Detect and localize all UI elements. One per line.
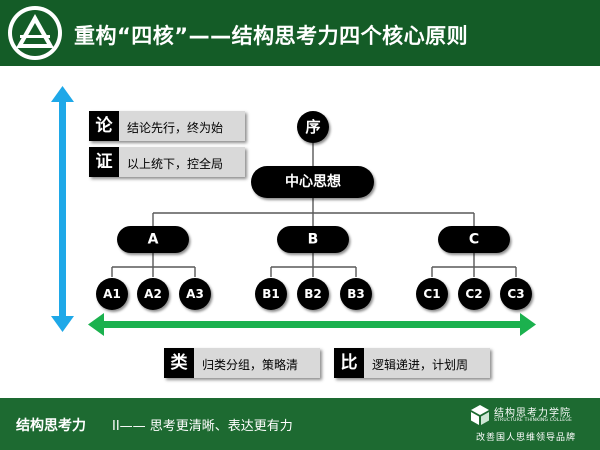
leaf-node: C2 xyxy=(458,278,490,310)
principle-lun: 论 结论先行，终为始 xyxy=(89,111,245,141)
leaf-label: C3 xyxy=(507,287,524,301)
principle-bi: 比 逻辑递进，计划周 xyxy=(334,348,490,378)
preface-label: 序 xyxy=(305,118,320,136)
center-label: 中心思想 xyxy=(285,173,341,190)
center-node: 中心思想 xyxy=(251,166,374,198)
footer-title: 结构思考力 xyxy=(16,418,86,434)
horizontal-arrow-icon xyxy=(88,313,536,336)
header-bar: 重构“四核”——结构思考力四个核心原则 xyxy=(0,0,600,66)
leaf-label: C2 xyxy=(465,287,482,301)
principle-text: 逻辑递进，计划周 xyxy=(372,358,469,372)
leaf-label: B2 xyxy=(304,287,322,301)
group-node-b: B xyxy=(277,226,349,253)
principle-text: 以上统下，控全局 xyxy=(127,157,224,171)
principle-char: 论 xyxy=(89,111,119,141)
brand-slogan: 改善国人思维领导品牌 xyxy=(476,433,577,443)
principle-text: 结论先行，终为始 xyxy=(127,121,224,135)
principle-char: 类 xyxy=(164,348,194,378)
group-label-a: A xyxy=(148,232,159,248)
group-node-a: A xyxy=(117,226,189,253)
vertical-arrow-icon xyxy=(51,86,74,332)
brand-english-name: STRUCTURE THINKING COLLEGE xyxy=(494,418,573,423)
leaf-node: C3 xyxy=(500,278,532,310)
group-node-c: C xyxy=(438,226,510,253)
leaf-node: B3 xyxy=(340,278,372,310)
leaf-node: B1 xyxy=(255,278,287,310)
leaf-node: A1 xyxy=(96,278,128,310)
footer-bar: 结构思考力 II—— 思考更清晰、表达更有力 结构思考力学院 STRUCTURE… xyxy=(0,398,600,450)
principle-text: 归类分组，策略清 xyxy=(202,358,299,372)
group-label-c: C xyxy=(469,232,479,248)
principle-char: 比 xyxy=(334,348,364,378)
leaf-label: A2 xyxy=(144,287,162,301)
principle-char: 证 xyxy=(89,147,119,177)
leaf-node: A2 xyxy=(137,278,169,310)
principle-zheng: 证 以上统下，控全局 xyxy=(89,147,245,177)
triangle-logo-icon xyxy=(8,6,62,60)
leaf-label: A1 xyxy=(103,287,121,301)
leaf-label: B3 xyxy=(347,287,365,301)
leaf-label: A3 xyxy=(186,287,204,301)
leaf-label: C1 xyxy=(423,287,440,301)
structure-diagram: 序 中心思想 A B C A1 A2 A3 B1 B2 B3 xyxy=(51,86,536,336)
connector-lines xyxy=(111,143,517,277)
principle-lei: 类 归类分组，策略清 xyxy=(164,348,320,378)
page-title: 重构“四核”——结构思考力四个核心原则 xyxy=(74,24,469,48)
leaf-node: C1 xyxy=(416,278,448,310)
brand-name: 结构思考力学院 xyxy=(494,408,571,419)
group-label-b: B xyxy=(308,232,319,248)
footer-subtitle: II—— 思考更清晰、表达更有力 xyxy=(112,419,293,434)
leaf-node: A3 xyxy=(179,278,211,310)
leaf-node: B2 xyxy=(297,278,329,310)
leaf-label: B1 xyxy=(262,287,280,301)
brand-cube-icon xyxy=(471,405,489,425)
preface-node: 序 xyxy=(297,111,329,143)
